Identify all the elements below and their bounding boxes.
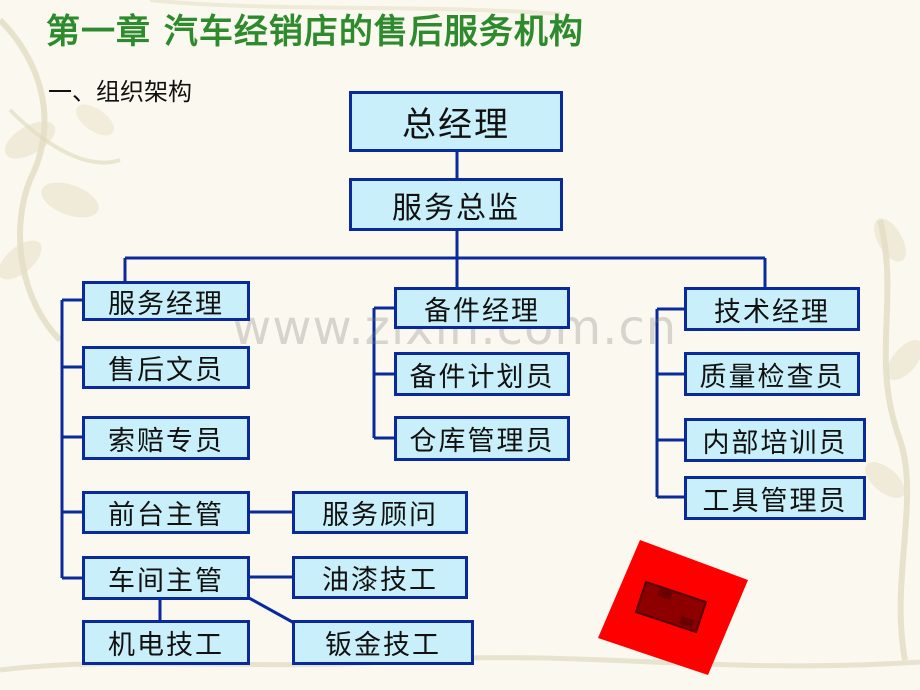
internal-trainer-label: 内部培训员 [702, 427, 848, 459]
claims-specialist-label: 索赔专员 [108, 425, 224, 457]
service-director-label: 服务总监 [392, 190, 520, 226]
warehouse-admin-label: 仓库管理员 [409, 426, 555, 457]
service-manager-box: 服务经理 [82, 281, 250, 321]
general-manager-box: 总经理 [349, 91, 563, 152]
parts-manager-box: 备件经理 [394, 287, 570, 329]
general-manager-label: 总经理 [402, 105, 510, 145]
parts-planner-label: 备件计划员 [409, 361, 555, 393]
warehouse-admin-box: 仓库管理员 [394, 416, 570, 461]
tool-admin-box: 工具管理员 [684, 476, 866, 520]
sheet-metal-tech-label: 钣金技工 [325, 630, 441, 661]
workshop-supervisor-box: 车间主管 [82, 556, 250, 600]
page-title: 第一章 汽车经销店的售后服务机构 [46, 12, 584, 52]
tech-manager-label: 技术经理 [714, 296, 830, 328]
service-advisor-box: 服务顾问 [292, 491, 468, 534]
painter-box: 油漆技工 [292, 556, 468, 599]
red-stamp-icon [598, 540, 748, 675]
parts-manager-label: 备件经理 [424, 295, 540, 327]
quality-inspector-box: 质量检查员 [684, 352, 860, 396]
service-manager-label: 服务经理 [108, 288, 224, 320]
tool-admin-label: 工具管理员 [702, 485, 848, 517]
workshop-supervisor-label: 车间主管 [108, 565, 224, 597]
front-desk-supervisor-box: 前台主管 [82, 491, 250, 534]
painter-label: 油漆技工 [322, 565, 438, 596]
front-desk-supervisor-label: 前台主管 [108, 500, 224, 531]
after-sales-clerk-box: 售后文员 [82, 346, 250, 389]
quality-inspector-label: 质量检查员 [699, 361, 845, 393]
service-advisor-label: 服务顾问 [322, 500, 438, 531]
internal-trainer-box: 内部培训员 [684, 418, 866, 462]
section-subtitle: 一、组织架构 [48, 78, 192, 106]
service-director-box: 服务总监 [349, 178, 563, 231]
parts-planner-box: 备件计划员 [394, 352, 570, 396]
electromechanical-tech-label: 机电技工 [108, 630, 224, 661]
sheet-metal-tech-box: 钣金技工 [292, 620, 474, 665]
tech-manager-box: 技术经理 [684, 287, 860, 331]
electromechanical-tech-box: 机电技工 [82, 620, 250, 665]
after-sales-clerk-label: 售后文员 [108, 355, 224, 386]
claims-specialist-box: 索赔专员 [82, 416, 250, 460]
